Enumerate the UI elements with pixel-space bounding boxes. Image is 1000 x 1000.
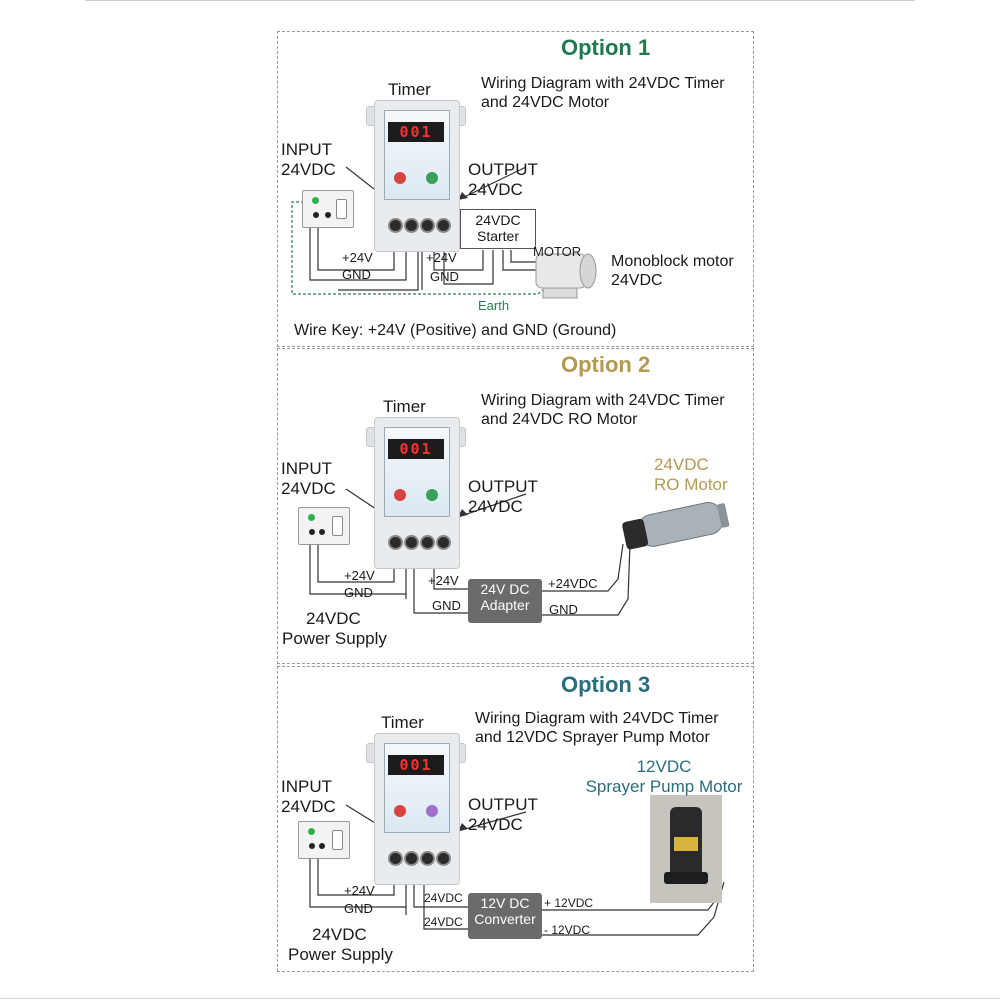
converter-negative-label: - 12VDC <box>544 923 591 937</box>
power-supply-label: 24VDC Power Supply <box>288 925 393 964</box>
input-label: INPUT 24VDC <box>281 459 336 498</box>
left-positive-label: +24V <box>342 250 373 265</box>
option-2-panel: Option 2 Timer Wiring Diagram with 24VDC… <box>277 348 754 664</box>
left-ground-label: GND <box>344 901 373 916</box>
motor-tag: MOTOR <box>533 244 582 259</box>
converter-positive-label: + 12VDC <box>544 896 594 910</box>
option-3-panel: Option 3 Timer Wiring Diagram with 24VDC… <box>277 666 754 972</box>
ro-motor-image <box>622 502 730 550</box>
output-label: OUTPUT 24VDC <box>468 795 538 834</box>
sprayer-motor-label: 12VDC Sprayer Pump Motor <box>585 757 743 796</box>
adapter-positive-label: +24VDC <box>548 576 598 591</box>
option-1-description: Wiring Diagram with 24VDC Timer and 24VD… <box>481 75 725 111</box>
earth-label: Earth <box>478 298 510 313</box>
option-3-title: Option 3 <box>561 672 651 697</box>
converter-input-negative-label: 24VDC <box>424 915 463 929</box>
timer-label: Timer <box>383 397 426 416</box>
input-label: INPUT 24VDC <box>281 140 336 179</box>
monoblock-motor-image <box>535 253 597 299</box>
ro-motor-label: 24VDC RO Motor <box>654 455 728 494</box>
timer-device: 001 <box>366 733 466 885</box>
output-label: OUTPUT 24VDC <box>468 477 538 516</box>
wire-key: Wire Key: +24V (Positive) and GND (Groun… <box>294 322 617 339</box>
timer-device: 001 <box>366 417 466 569</box>
timer-display: 001 <box>388 755 444 775</box>
right-positive-label: +24V <box>428 573 459 588</box>
adapter-box: 24V DC Adapter <box>468 579 542 623</box>
starter-box: 24VDC Starter <box>460 209 536 249</box>
option-1-title: Option 1 <box>561 35 651 60</box>
power-switch <box>298 821 350 859</box>
timer-display: 001 <box>388 122 444 142</box>
top-divider <box>85 0 915 1</box>
option-2-description: Wiring Diagram with 24VDC Timer and 24VD… <box>481 392 725 428</box>
timer-device: 001 <box>366 100 466 252</box>
option-1-panel: Option 1 Timer Wiring Diagram with 24VDC… <box>277 31 754 347</box>
left-ground-label: GND <box>342 267 371 282</box>
bottom-divider <box>0 998 1000 999</box>
converter-box: 12V DC Converter <box>468 893 542 939</box>
output-label: OUTPUT 24VDC <box>468 160 538 199</box>
option-3-description: Wiring Diagram with 24VDC Timer and 12VD… <box>475 710 719 746</box>
power-switch <box>302 190 354 228</box>
right-ground-label: GND <box>432 598 461 613</box>
timer-label: Timer <box>381 713 424 732</box>
power-supply-label: 24VDC Power Supply <box>282 609 387 648</box>
left-positive-label: +24V <box>344 883 375 898</box>
power-switch <box>298 507 350 545</box>
timer-label: Timer <box>388 80 431 99</box>
adapter-ground-label: GND <box>549 602 578 617</box>
right-positive-label: +24V <box>426 250 457 265</box>
sprayer-pump-image <box>650 795 722 903</box>
timer-display: 001 <box>388 439 444 459</box>
right-ground-label: GND <box>430 269 459 284</box>
left-positive-label: +24V <box>344 568 375 583</box>
input-label: INPUT 24VDC <box>281 777 336 816</box>
converter-input-positive-label: 24VDC <box>424 891 463 905</box>
monoblock-motor-label: Monoblock motor 24VDC <box>611 253 734 289</box>
left-ground-label: GND <box>344 585 373 600</box>
option-2-title: Option 2 <box>561 352 651 377</box>
